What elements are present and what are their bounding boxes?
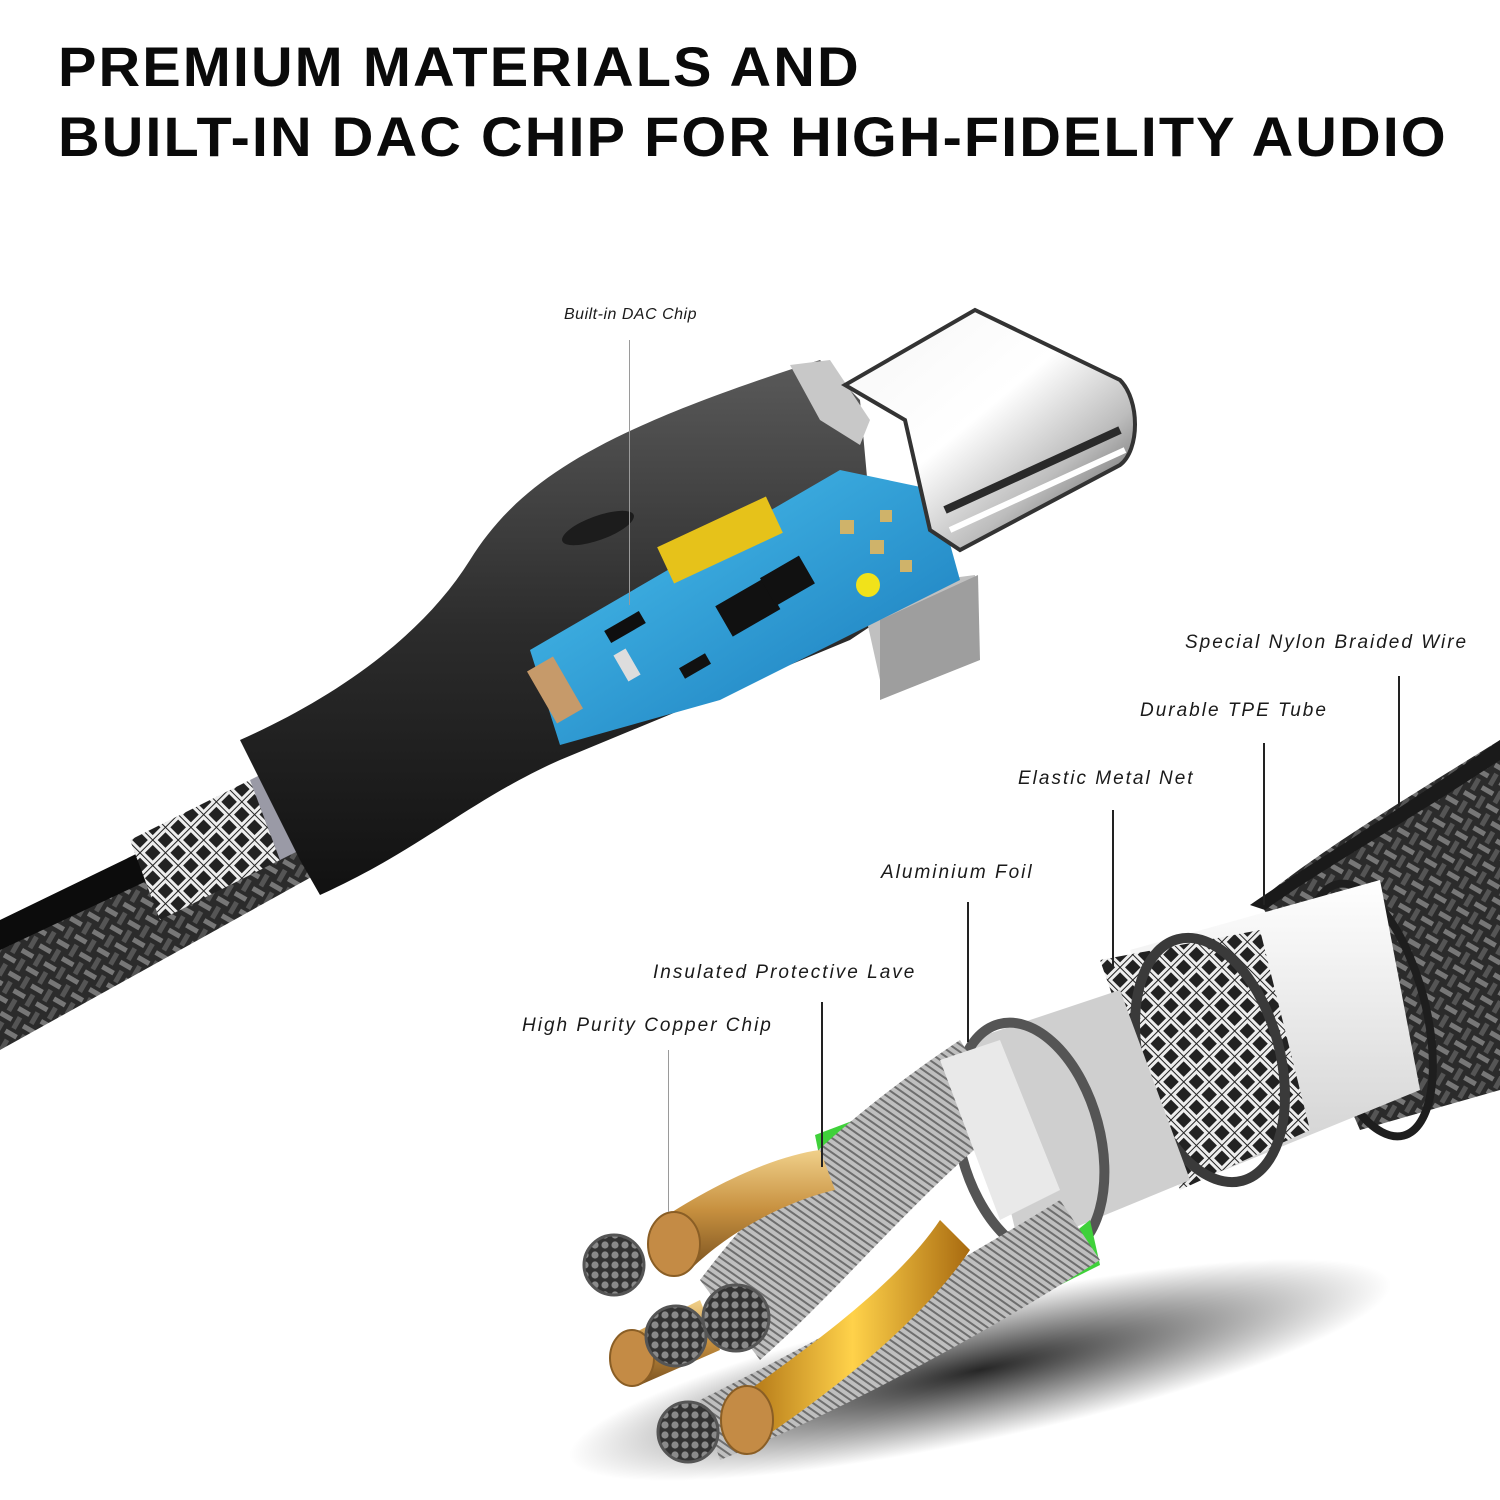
connector-housing (240, 360, 880, 895)
leader-copper-core (668, 1050, 669, 1212)
callout-nylon-braid: Special Nylon Braided Wire (1185, 632, 1469, 653)
gold-core (735, 1220, 970, 1440)
bundle-end-3 (701, 1283, 771, 1353)
cable-cross-section (568, 740, 1500, 1481)
headline-line-1: PREMIUM MATERIALS AND (58, 35, 861, 98)
callout-dac-chip: Built-in DAC Chip (564, 306, 697, 323)
callout-tpe-tube: Durable TPE Tube (1140, 700, 1328, 721)
callout-insulated-layer: Insulated Protective Lave (653, 962, 917, 983)
silver-strands-upper (700, 1040, 1010, 1360)
bundle-end-4 (656, 1400, 720, 1464)
metal-mesh-left (130, 780, 280, 920)
leader-aluminium-foil (967, 902, 969, 1042)
usb-c-connector (0, 307, 1137, 1050)
leader-insulated-layer (821, 1002, 823, 1167)
bundle-end-2 (644, 1304, 708, 1368)
headline: PREMIUM MATERIALS AND BUILT-IN DAC CHIP … (58, 32, 1448, 172)
headline-line-2: BUILT-IN DAC CHIP FOR HIGH-FIDELITY AUDI… (58, 105, 1448, 168)
capacitor-yellow (657, 496, 783, 584)
callout-metal-net: Elastic Metal Net (1018, 768, 1195, 789)
callout-aluminium-foil: Aluminium Foil (881, 862, 1034, 883)
bundle-end-1 (582, 1233, 646, 1297)
callout-copper-core: High Purity Copper Chip (522, 1015, 773, 1036)
usb-c-plug (841, 307, 1137, 553)
leader-nylon-braid (1398, 676, 1400, 806)
leader-dac-chip (629, 340, 630, 605)
copper-core-1 (660, 1150, 835, 1270)
leader-tpe-tube (1263, 743, 1265, 905)
leader-metal-net (1112, 810, 1114, 968)
dac-chip-ic (715, 578, 781, 637)
